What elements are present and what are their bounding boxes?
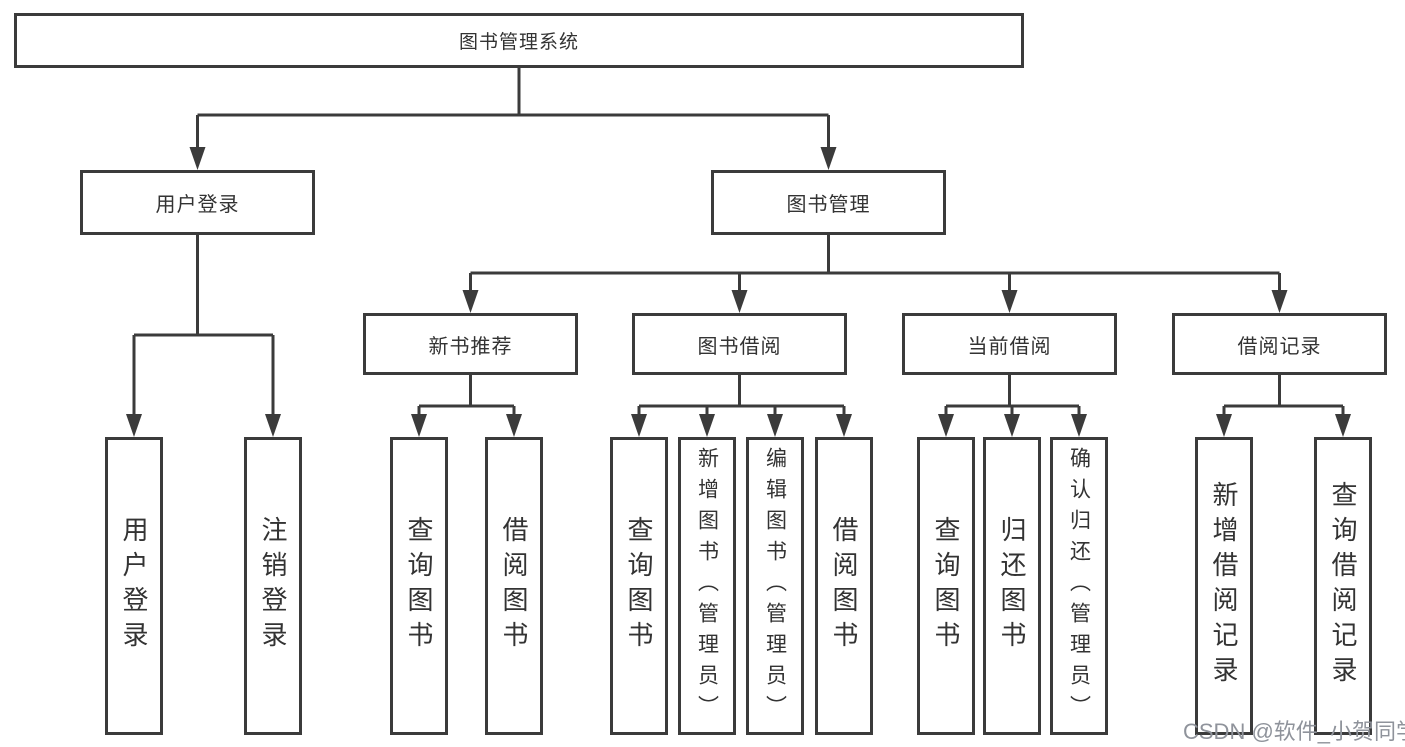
connector-borrow-branch [637,375,846,416]
node-borrow-records: 借阅记录 [1172,313,1387,375]
connector-book-mgmt-branch [469,235,1281,292]
leaf-logout-login: 注销登录 [244,437,302,735]
arrowheads-level3 [462,290,1288,313]
leaf-return-books: 归还图书 [983,437,1041,735]
node-book-borrow: 图书借阅 [632,313,847,375]
csdn-watermark: CSDN @软件_小贺同学 [1183,719,1405,744]
leaf-add-books-admin: 新增图书（管理员） [678,437,736,735]
node-book-management: 图书管理 [711,170,946,235]
leaf-edit-books-admin: 编辑图书（管理员） [746,437,804,735]
leaf-query-books-recommend: 查询图书 [390,437,448,735]
arrowheads-current-leaves [938,414,1087,437]
leaf-confirm-return-admin: 确认归还（管理员） [1050,437,1108,735]
node-new-book-recommend: 新书推荐 [363,313,578,375]
connector-user-login-branch [132,235,275,416]
connector-new-book-branch [417,375,516,416]
arrowheads-user-login-leaves [126,414,281,437]
leaf-add-borrow-record: 新增借阅记录 [1195,437,1253,735]
node-current-borrow: 当前借阅 [902,313,1117,375]
arrowheads-borrow-leaves [631,414,852,437]
arrowheads-records-leaves [1216,414,1351,437]
connector-root-to-level2 [196,68,830,150]
leaf-query-books-current: 查询图书 [917,437,975,735]
connector-current-branch [944,375,1081,416]
connector-records-branch [1222,375,1345,416]
leaf-query-borrow-record: 查询借阅记录 [1314,437,1372,735]
leaf-borrow-books-recommend: 借阅图书 [485,437,543,735]
arrowheads-new-book-leaves [411,414,522,437]
leaf-query-books-borrow: 查询图书 [610,437,668,735]
node-library-management-system: 图书管理系统 [14,13,1024,68]
leaf-borrow-books: 借阅图书 [815,437,873,735]
arrowheads-level2 [189,147,837,170]
node-user-login: 用户登录 [80,170,315,235]
leaf-user-login: 用户登录 [105,437,163,735]
